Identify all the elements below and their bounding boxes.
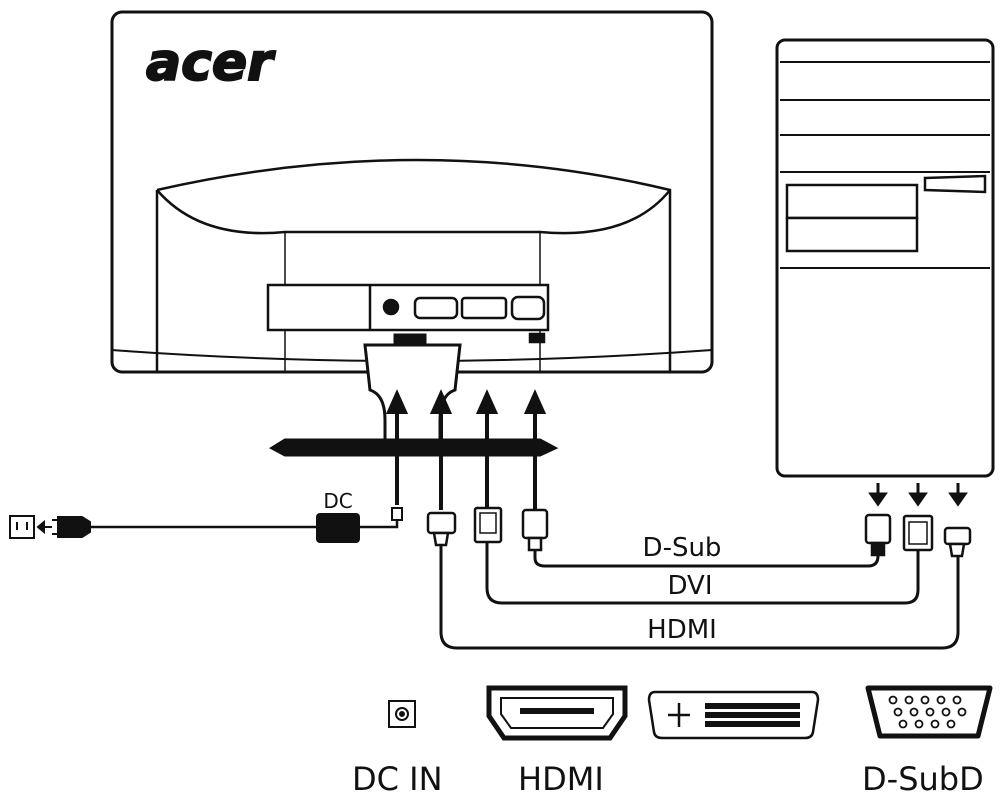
label-dc-in: DC IN — [352, 760, 443, 798]
dvi-port-icon — [647, 690, 820, 740]
monitor-rear — [110, 10, 714, 374]
cable-label-hdmi: HDMI — [647, 615, 717, 645]
hdmi-port-icon — [486, 685, 628, 741]
cable-connectors-monitor-side — [426, 506, 549, 552]
input-arrows — [385, 389, 547, 510]
tower-output-arrows — [868, 483, 968, 507]
power-outlet-icon — [9, 515, 35, 539]
dc-plug — [391, 507, 403, 521]
dsub-cable — [533, 550, 880, 568]
power-plug-icon — [36, 516, 91, 538]
dc-in-port-icon — [388, 700, 416, 728]
dc-adapter — [316, 513, 360, 543]
cable-label-dsub: D-Sub — [643, 533, 722, 563]
dvi-cable — [485, 542, 920, 605]
cable-label-dvi: DVI — [667, 571, 712, 601]
dc-adapter-label: DC — [323, 489, 352, 513]
label-hdmi: HDMI — [518, 760, 604, 798]
dsub-port-icon — [865, 685, 993, 739]
label-dsubd: D-SubD — [862, 760, 984, 798]
pc-tower — [775, 38, 995, 478]
brand-logo: acer — [146, 33, 276, 93]
cable-connectors-pc-side — [864, 513, 972, 558]
hdmi-cable — [439, 545, 960, 650]
monitor-port-panel — [266, 283, 550, 344]
signal-cables — [439, 542, 960, 650]
